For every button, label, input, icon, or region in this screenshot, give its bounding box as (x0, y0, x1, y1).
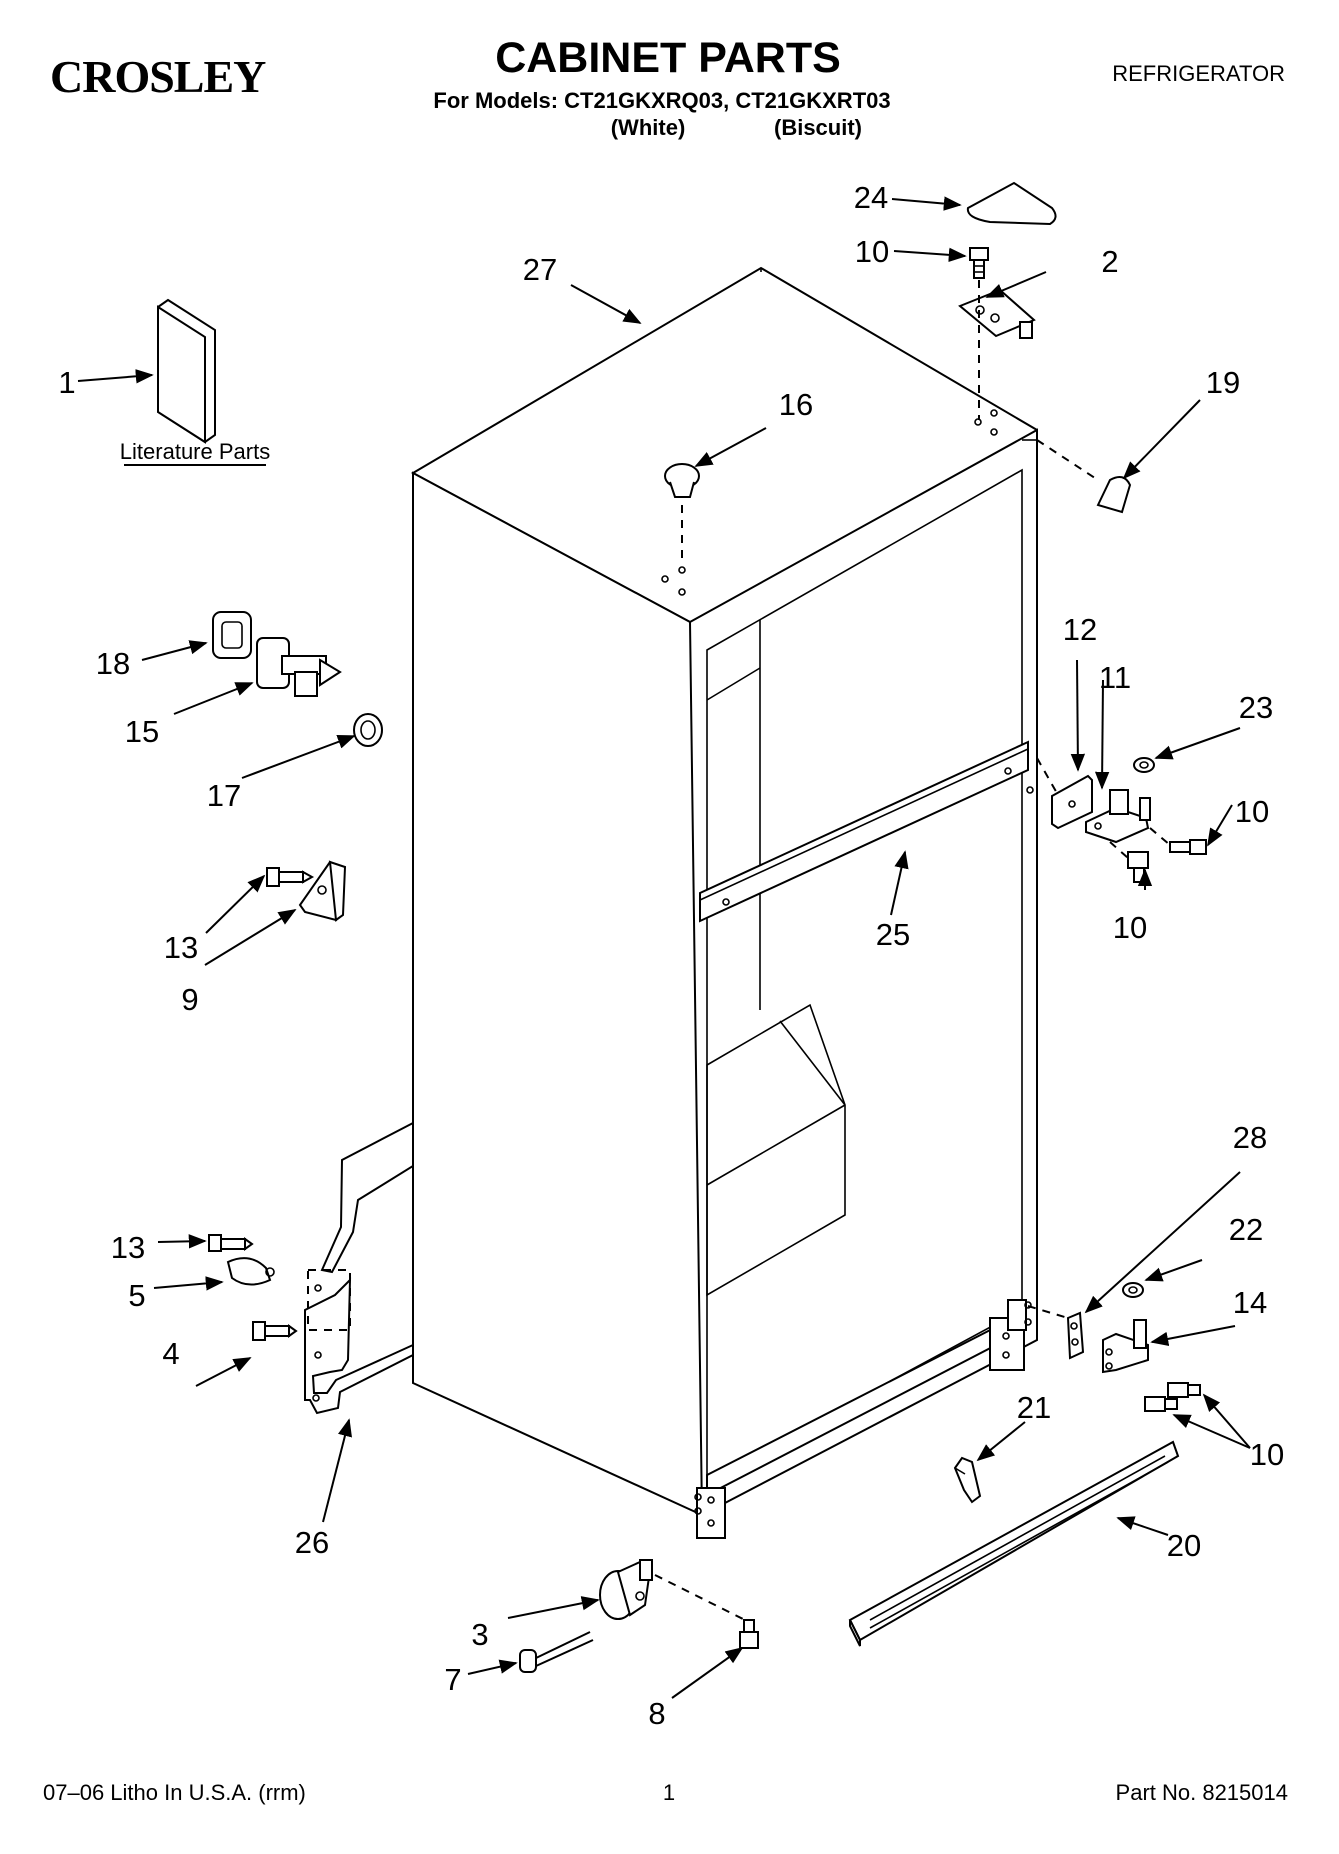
literature-parts-booklet (124, 298, 266, 466)
top-plug (664, 463, 700, 498)
callout-arrows (77, 196, 1251, 1699)
screw-4 (252, 1321, 298, 1341)
page-title: CABINET PARTS (495, 34, 841, 82)
roller-pin-7 (519, 1631, 594, 1673)
center-hinge-11 (1085, 789, 1151, 844)
callout-20: 20 (1167, 1528, 1201, 1563)
callout-25: 25 (876, 917, 910, 952)
callout-23: 23 (1239, 690, 1273, 725)
divider-rail (699, 740, 1029, 923)
callout-12: 12 (1063, 612, 1097, 647)
top-hinge (958, 288, 1036, 339)
screw-10-bottom-lower (1144, 1396, 1178, 1412)
callout-10-top: 10 (855, 234, 889, 269)
color-white-label: (White) (611, 115, 686, 140)
literature-parts-label: Literature Parts (120, 439, 270, 464)
screw-10-leader-a (1149, 827, 1171, 846)
callout-27: 27 (523, 252, 557, 287)
footer-page-number: 1 (663, 1780, 675, 1805)
washer-17 (353, 713, 383, 747)
callout-13-lower: 13 (111, 1230, 145, 1265)
callout-16: 16 (779, 387, 813, 422)
footer-part-number: Part No. 8215014 (1116, 1780, 1288, 1805)
screw-13-upper (266, 867, 315, 887)
bottom-shim-leader (1027, 1305, 1069, 1319)
callout-21: 21 (1017, 1390, 1051, 1425)
callout-9: 9 (181, 982, 198, 1017)
washer-23 (1133, 757, 1155, 773)
callout-11: 11 (1099, 660, 1131, 695)
brand-logo: CROSLEY (50, 51, 266, 102)
bottom-hinge-14 (1102, 1319, 1149, 1374)
hinge-shim-12 (1051, 774, 1093, 830)
callout-8: 8 (648, 1696, 665, 1731)
shaft-bracket-15 (256, 637, 342, 697)
gasket-18 (212, 611, 252, 659)
screw-10-bottom-upper (1167, 1382, 1201, 1398)
top-hinge-screw (969, 247, 989, 279)
clamp-5 (226, 1257, 275, 1286)
grille-clip-21 (953, 1456, 982, 1504)
callout-2: 2 (1101, 244, 1118, 279)
trim-cap-leader (1036, 439, 1099, 481)
callout-3: 3 (471, 1617, 488, 1652)
screw-8 (739, 1619, 759, 1649)
cabinet-body (410, 266, 1038, 1539)
roller-bracket-3 (599, 1559, 653, 1620)
callout-28: 28 (1233, 1120, 1267, 1155)
callout-15: 15 (125, 714, 159, 749)
models-line: For Models: CT21GKXRQ03, CT21GKXRT03 (433, 88, 890, 113)
callout-4: 4 (162, 1336, 179, 1371)
center-hinge-leader (1036, 757, 1059, 796)
bracket-9 (298, 860, 347, 922)
screw-13-lower (208, 1234, 254, 1252)
screw-10-leader-b (1109, 841, 1129, 859)
hinge-trim-cap (1096, 475, 1132, 514)
callout-1: 1 (58, 365, 75, 400)
toe-grille-20 (848, 1440, 1180, 1647)
callout-19: 19 (1206, 365, 1240, 400)
callout-13-upper: 13 (164, 930, 198, 965)
callout-22: 22 (1229, 1212, 1263, 1247)
callout-26: 26 (295, 1525, 329, 1560)
callout-24: 24 (854, 180, 888, 215)
top-hinge-cover (966, 181, 1057, 226)
callout-5: 5 (128, 1278, 145, 1313)
callout-10-bottom: 10 (1250, 1437, 1284, 1472)
category-label: REFRIGERATOR (1112, 61, 1285, 86)
footer-litho: 07–06 Litho In U.S.A. (rrm) (43, 1780, 306, 1805)
callout-labels: 1 2 3 4 5 7 8 9 10 10 10 10 11 12 13 13 … (58, 180, 1284, 1731)
callout-17: 17 (207, 778, 241, 813)
callout-14: 14 (1233, 1285, 1267, 1320)
callout-7: 7 (444, 1662, 461, 1697)
washer-22 (1122, 1282, 1144, 1298)
side-wiring-cover (304, 1121, 414, 1415)
callout-10-center-right: 10 (1235, 794, 1269, 829)
screw-10-center-right (1169, 839, 1207, 855)
bottom-shim-28 (1066, 1311, 1085, 1360)
callout-18: 18 (96, 646, 130, 681)
callout-10-center-lower: 10 (1113, 910, 1147, 945)
screw-8-leader (654, 1574, 746, 1621)
color-biscuit-label: (Biscuit) (774, 115, 862, 140)
